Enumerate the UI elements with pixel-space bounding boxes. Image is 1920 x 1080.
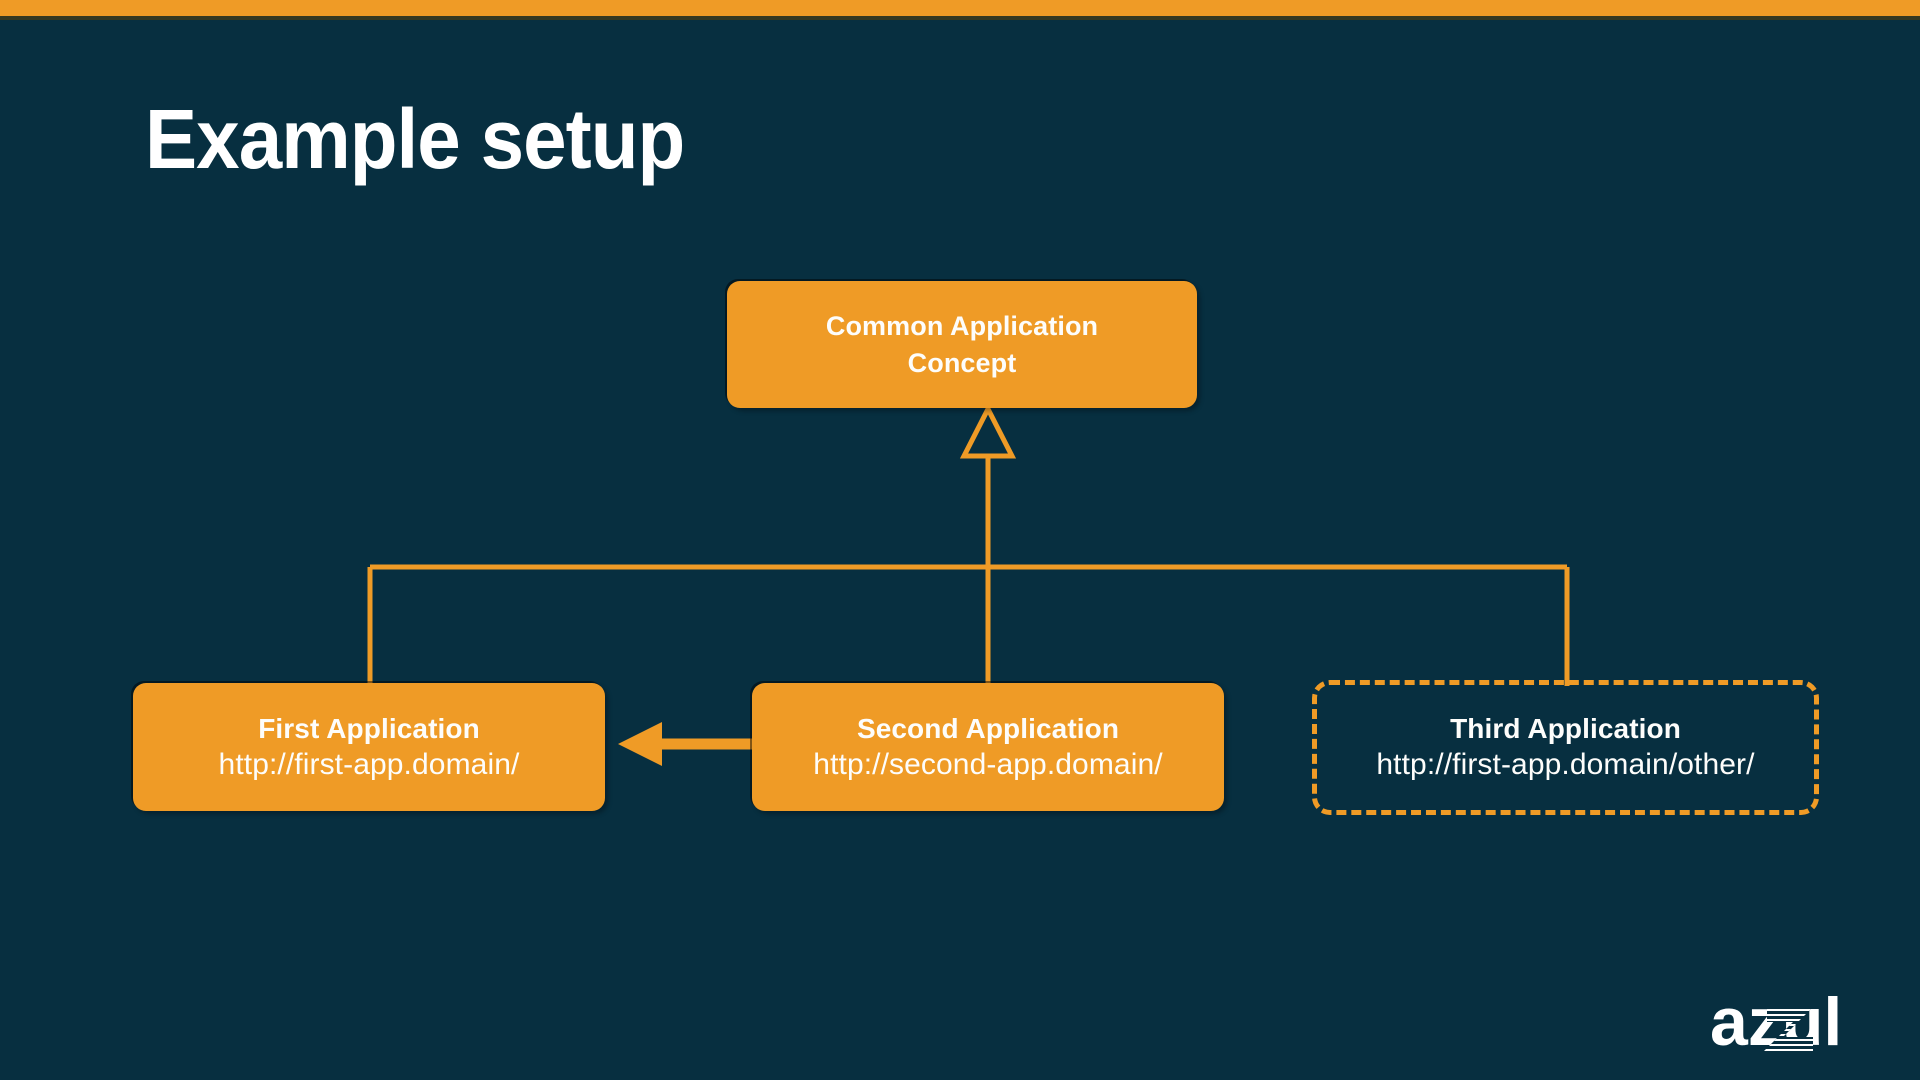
azul-logo: azul bbox=[1710, 985, 1842, 1057]
node-url: http://first-app.domain/other/ bbox=[1376, 748, 1755, 782]
node-url: http://first-app.domain/ bbox=[218, 747, 520, 781]
node-url: http://second-app.domain/ bbox=[813, 747, 1163, 781]
node-common-application-concept[interactable]: Common Application Concept bbox=[727, 281, 1197, 408]
node-title-line2: Concept bbox=[907, 347, 1017, 378]
node-second-application[interactable]: Second Application http://second-app.dom… bbox=[752, 683, 1224, 811]
node-title: Third Application bbox=[1450, 713, 1681, 745]
arrowhead-icon bbox=[618, 722, 662, 766]
node-title: First Application bbox=[258, 712, 480, 744]
node-title: Second Application bbox=[856, 712, 1120, 744]
node-third-application[interactable]: Third Application http://first-app.domai… bbox=[1312, 680, 1819, 815]
page-title: Example setup bbox=[145, 92, 685, 186]
top-accent-bar bbox=[0, 0, 1920, 16]
node-first-application[interactable]: First Application http://first-app.domai… bbox=[133, 683, 605, 811]
node-title: Common Application bbox=[825, 311, 1099, 342]
top-accent-bar-shadow bbox=[0, 16, 1920, 20]
generalization-triangle-icon bbox=[959, 403, 1017, 459]
